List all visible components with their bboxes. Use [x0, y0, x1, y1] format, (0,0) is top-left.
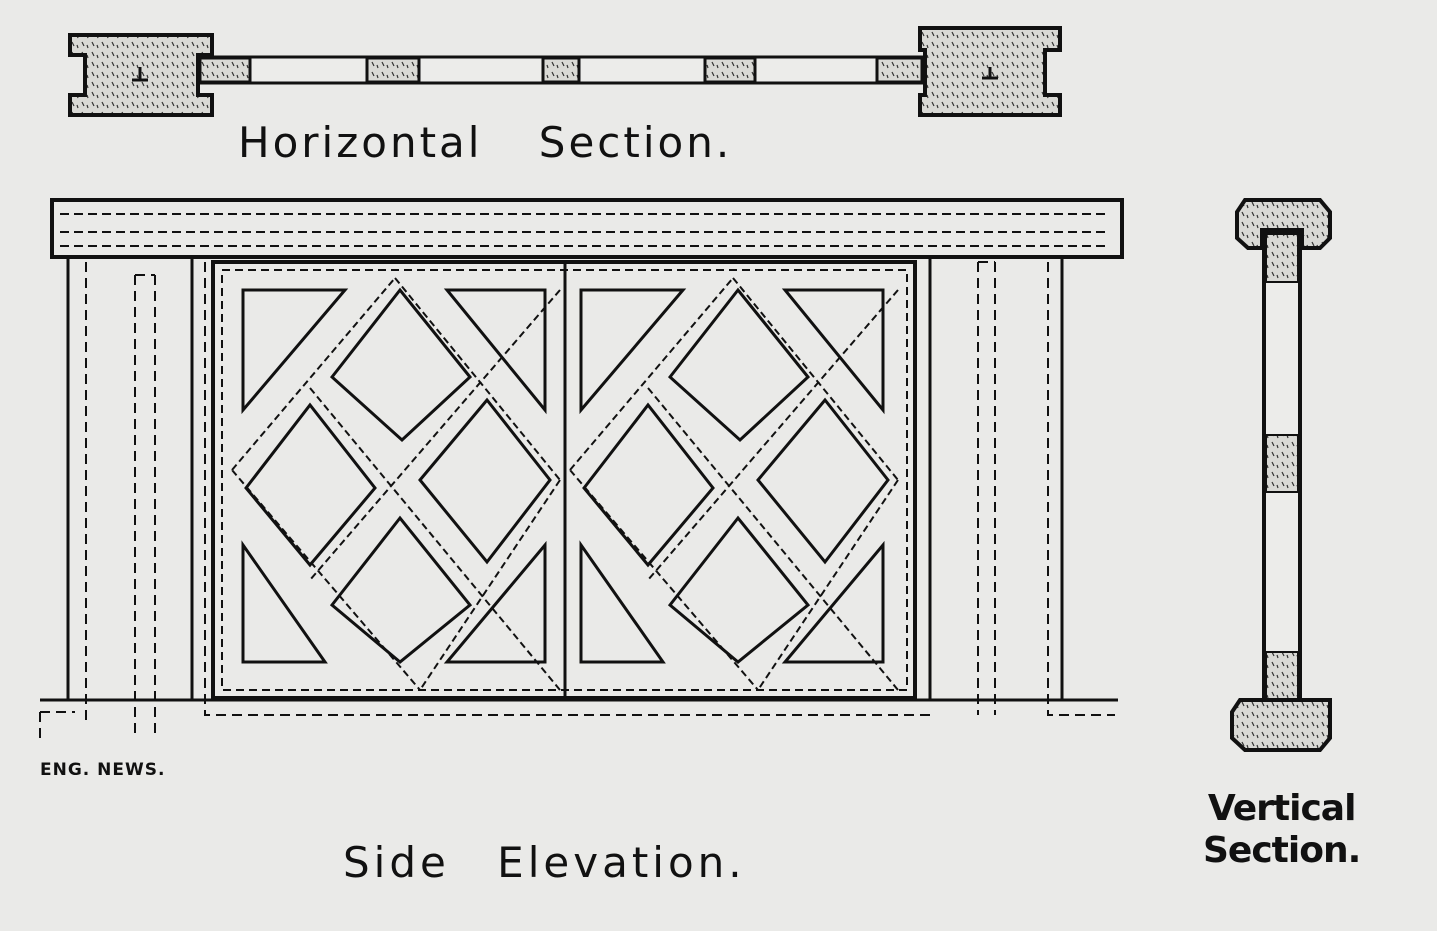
side-elevation: [39, 198, 1124, 740]
vertical-section: [1230, 198, 1332, 752]
source-credit: ENG. NEWS.: [40, 760, 166, 780]
horizontal-section-label: Horizontal Section.: [238, 118, 733, 167]
vertical-section-label-line1: Vertical: [1207, 788, 1357, 829]
side-elevation-label: Side Elevation.: [343, 838, 746, 887]
vertical-section-label: Vertical Section.: [1203, 788, 1361, 872]
vertical-section-label-line2: Section.: [1203, 830, 1361, 871]
horizontal-section: [68, 26, 1062, 117]
lattice-half: [231, 277, 561, 691]
